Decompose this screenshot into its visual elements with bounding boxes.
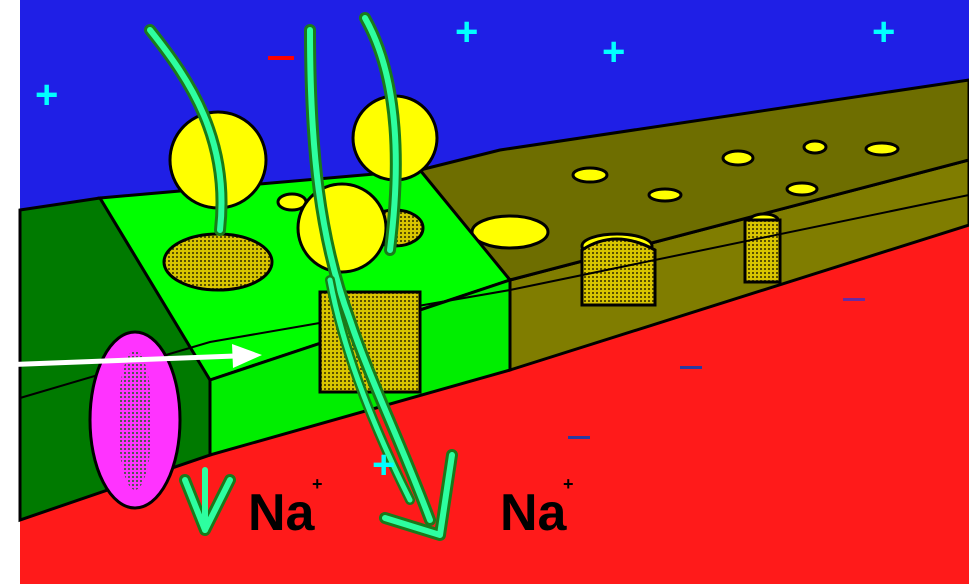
minus-charge <box>680 366 702 369</box>
plus-charge: + <box>372 443 395 487</box>
minus-charge <box>568 436 590 439</box>
ion-label-plus: + <box>312 474 323 494</box>
plus-charge: + <box>602 30 625 74</box>
minus-charge <box>268 56 294 60</box>
minus-charge <box>843 298 865 301</box>
plus-charge: + <box>872 10 895 54</box>
ion-label-na: Na <box>248 484 316 542</box>
plus-charge: + <box>35 73 58 117</box>
ion-label-plus: + <box>563 474 574 494</box>
ion-label-na: Na <box>500 484 568 542</box>
pink-protein-core <box>118 350 152 490</box>
ion-label-right: Na + <box>500 474 574 542</box>
ion-label-left: Na + <box>248 474 323 542</box>
plus-charge: + <box>455 10 478 54</box>
green-pore-large <box>164 234 272 290</box>
